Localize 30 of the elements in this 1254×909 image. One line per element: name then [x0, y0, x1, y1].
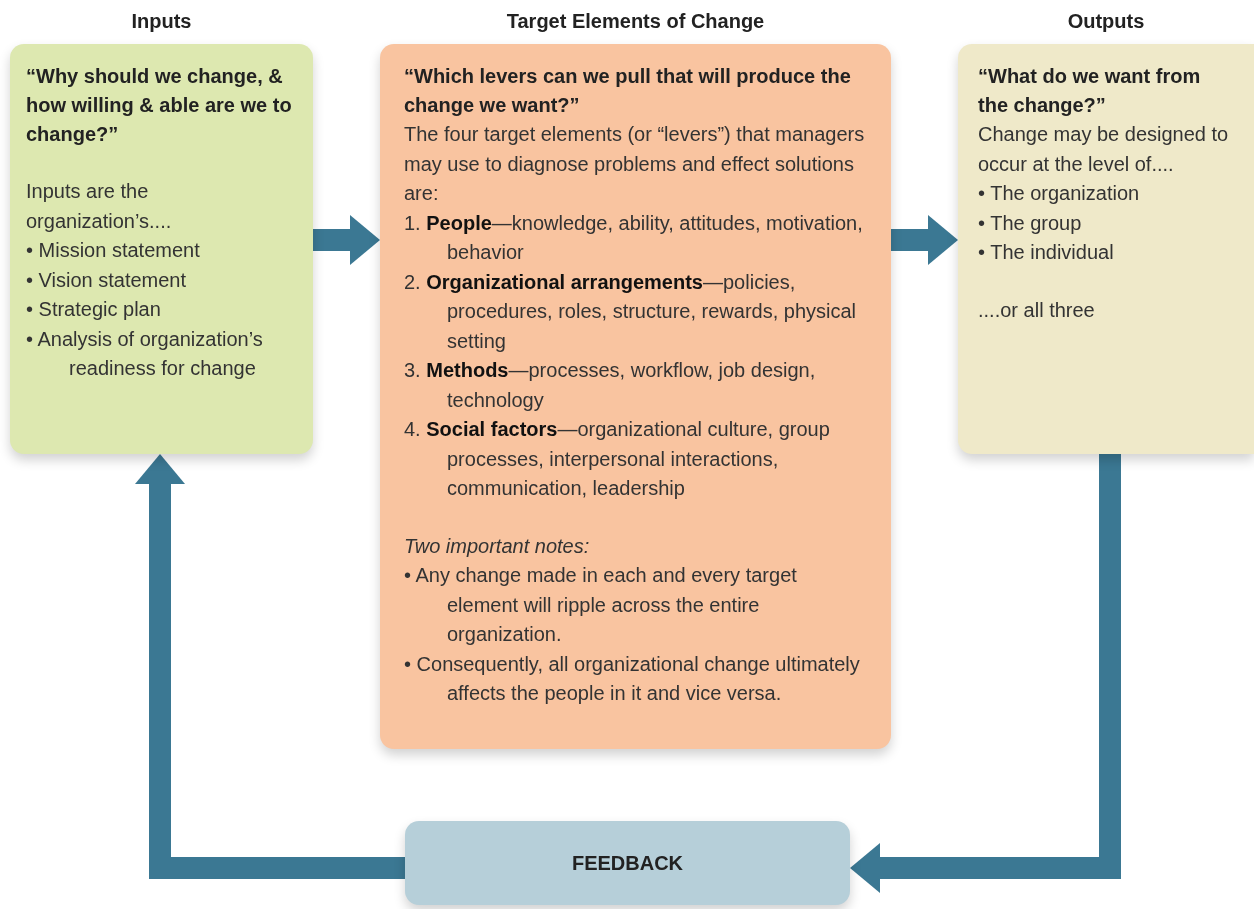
- bullet-item: • Any change made in each and every target element will ripple across the entire organization.: [404, 563, 798, 647]
- bullet-item: • Mission statement: [26, 238, 201, 263]
- column-heading: Inputs: [130, 10, 193, 33]
- arrow: [313, 215, 380, 265]
- notes-heading: Two important notes:: [404, 533, 591, 559]
- bullet-item: • Consequently, all organizational change ultimately affects the people in it and vice versa.: [404, 651, 861, 706]
- arrow: [135, 454, 405, 879]
- box-label: FEEDBACK: [571, 851, 684, 875]
- body-text: Inputs are the organization’s....: [26, 179, 173, 234]
- question-text: “Why should we change, & how willing & able are we to change?”: [26, 64, 293, 147]
- column-heading: Outputs: [1066, 10, 1146, 33]
- bullet-item: • The group: [978, 210, 1083, 236]
- question-text: “Which levers can we pull that will produce the change we want?”: [404, 64, 852, 118]
- numbered-item: 1. People—knowledge, ability, attitudes, motivation, behavior: [404, 210, 864, 265]
- question-text: “What do we want from the change?”: [978, 64, 1202, 118]
- arrow: [891, 215, 958, 265]
- bullet-item: • The organization: [978, 181, 1141, 206]
- body-text: Change may be designed to occur at the level of....: [978, 122, 1230, 177]
- arrow: [850, 454, 1121, 893]
- numbered-item: 4. Social factors—organizational culture, group processes, interpersonal interactions, communication, leadership: [404, 417, 831, 501]
- body-text: ....or all three: [978, 297, 1096, 323]
- body-text: The four target elements (or “levers”) that managers may use to diagnose problems and effect solutions are:: [404, 122, 866, 206]
- feedback-box: [405, 821, 850, 905]
- bullet-item: • Analysis of organization’s readiness for change: [26, 326, 264, 381]
- numbered-item: 3. Methods—processes, workflow, job design, technology: [404, 358, 817, 413]
- column-heading: Target Elements of Change: [505, 10, 766, 33]
- bullet-item: • Strategic plan: [26, 297, 162, 322]
- numbered-item: 2. Organizational arrangements—policies, procedures, roles, structure, rewards, physical setting: [404, 269, 858, 354]
- bullet-item: • Vision statement: [26, 267, 188, 293]
- bullet-item: • The individual: [978, 240, 1115, 265]
